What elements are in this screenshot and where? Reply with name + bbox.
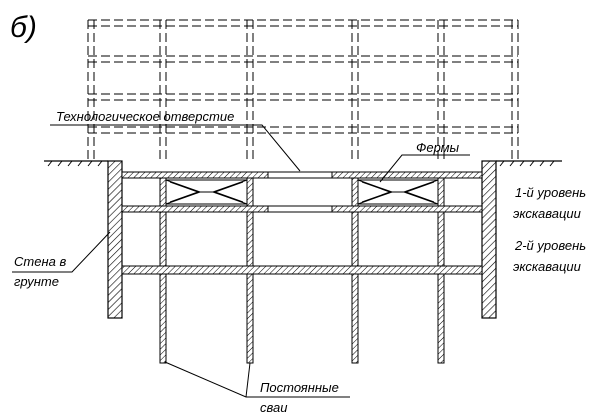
wall-label-line2: грунте (14, 274, 59, 289)
truss-right (357, 179, 439, 205)
level-2-label-line1: 2-й уровень (514, 238, 586, 253)
leader-lines (12, 124, 470, 398)
diaphragm-wall-right (481, 160, 497, 319)
level-1-slab (121, 171, 483, 179)
level-2-slab (121, 205, 483, 213)
level-2-label-line2: экскавации (513, 259, 581, 274)
piles-label-line2: сваи (260, 400, 287, 415)
truss-left (165, 179, 248, 205)
bottom-slab (121, 265, 483, 275)
diaphragm-wall-left (107, 160, 123, 319)
wall-label-line1: Стена в (14, 254, 66, 269)
level-1-label-line1: 1-й уровень (515, 185, 586, 200)
future-superstructure (87, 19, 519, 160)
ground-surface (44, 160, 562, 167)
trusses-label: Фермы (416, 140, 460, 155)
figure-label: б) (10, 11, 37, 44)
tech-opening-label: Технологическое отверстие (56, 109, 234, 124)
piles-label-line1: Постоянные (260, 380, 339, 395)
level-1-label-line2: экскавации (513, 206, 581, 221)
